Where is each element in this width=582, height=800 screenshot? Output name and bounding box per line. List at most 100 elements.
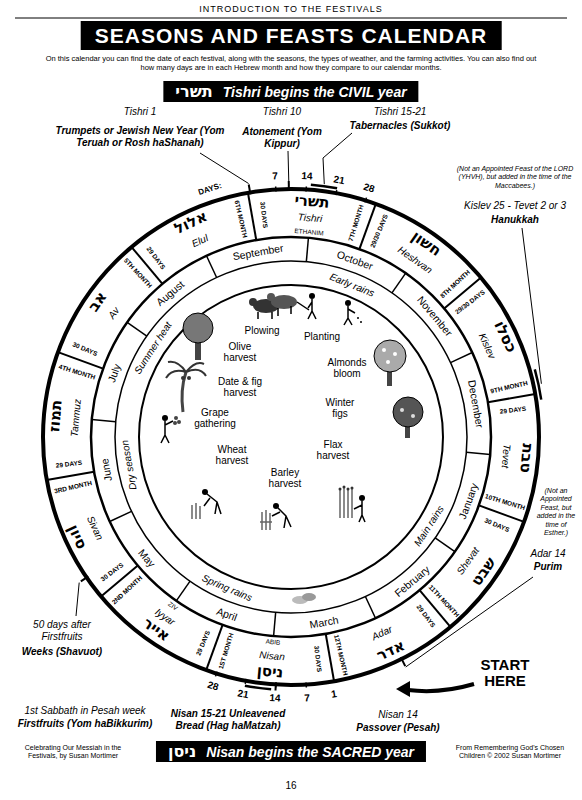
festival-tick xyxy=(274,683,276,691)
festival-name: Trumpets or Jewish New Year (Yom Teruah … xyxy=(55,125,225,148)
date-palm xyxy=(187,376,191,380)
month-divider xyxy=(365,597,375,619)
month-divider xyxy=(306,238,308,262)
festival-name: Passover (Pesah) xyxy=(356,722,439,734)
leader-line xyxy=(76,583,79,616)
month-divider xyxy=(110,511,132,521)
side-note: (Not an Appointed Feast, but added in th… xyxy=(534,487,578,537)
header-rule xyxy=(15,18,567,19)
title-banner: SEASONS AND FEASTS CALENDAR xyxy=(81,21,502,50)
planter-figure xyxy=(344,306,355,325)
page-header: INTRODUCTION TO THE FESTIVALS xyxy=(199,4,382,14)
day-number: 14 xyxy=(269,691,281,703)
date-palm xyxy=(181,376,185,380)
grape-figure xyxy=(174,416,178,420)
festival-date: Tishri 10 xyxy=(263,106,301,118)
month-divider xyxy=(451,352,473,362)
intro-text: On this calendar you can find the date o… xyxy=(41,55,541,72)
day-tick xyxy=(216,672,218,677)
hebrew-month-name: תשרי xyxy=(293,192,329,212)
festival-name: Nisan 15-21 Unleavened Bread (Hag haMatz… xyxy=(166,708,290,731)
almond-tree xyxy=(374,340,406,386)
hebrew-month-name: ניסן xyxy=(256,662,284,681)
fig-tree xyxy=(400,408,404,412)
calendar-wheel xyxy=(139,285,443,589)
day-tick xyxy=(305,683,307,688)
month-divider xyxy=(127,322,147,336)
planter-figure xyxy=(357,317,359,319)
month-alt-name: ABIB xyxy=(265,638,280,647)
flax-plants xyxy=(340,488,352,518)
farming-activity: Olive harvest xyxy=(218,341,263,363)
flax-plants xyxy=(339,486,366,523)
festival-date: Nisan 14 xyxy=(378,709,417,721)
flax-plants xyxy=(351,487,354,490)
farming-activity: Flax harvest xyxy=(313,439,353,461)
olive-tree xyxy=(183,313,213,343)
rain-cloud xyxy=(302,593,316,601)
festival-name: Hanukkah xyxy=(491,214,539,226)
day-number: 21 xyxy=(332,174,345,187)
olive-tree xyxy=(183,313,213,360)
month-divider xyxy=(435,538,455,552)
month-name: Nisan xyxy=(259,649,285,663)
month-divider xyxy=(326,634,334,681)
date-palm xyxy=(182,372,186,412)
day-number: 28 xyxy=(205,679,219,693)
planter-figure xyxy=(344,300,362,325)
day-number: 7 xyxy=(272,171,278,183)
oxen-plow xyxy=(249,298,257,306)
day-tick xyxy=(335,190,337,195)
fig-tree xyxy=(393,397,423,427)
source-credit: From Remembering God's Chosen Children ©… xyxy=(445,744,575,761)
calendar-wheel xyxy=(43,189,539,685)
month-name: Tishri xyxy=(298,211,323,225)
start-arrow xyxy=(408,684,474,691)
day-tick xyxy=(305,186,307,191)
day-tick xyxy=(275,186,277,191)
flax-plants xyxy=(339,488,342,491)
festival-name: Weeks (Shavuot) xyxy=(22,646,102,658)
flax-plants xyxy=(347,488,350,491)
month-divider xyxy=(47,472,94,480)
festival-name: Tabernacles (Sukkot) xyxy=(350,120,451,132)
header-rule xyxy=(15,18,567,19)
festival-tick xyxy=(81,576,88,581)
leader-line xyxy=(200,153,249,184)
farming-activity: Barley harvest xyxy=(263,467,308,489)
festival-date: Kislev 25 - Tevet 2 or 3 xyxy=(464,200,566,212)
almond-tree xyxy=(374,340,406,372)
farming-activity: Wheat harvest xyxy=(210,444,255,466)
band-text: Tishri begins the CIVIL year xyxy=(223,84,407,100)
festival-bracket xyxy=(311,185,337,188)
festival-date: Tishri 15-21 xyxy=(374,106,427,118)
calendar-wheel xyxy=(91,237,491,637)
calendar-wheel xyxy=(115,261,467,613)
start-marker: START HERE xyxy=(470,657,540,689)
hebrew-month-name: תשרי xyxy=(175,82,212,101)
day-number: 28 xyxy=(362,181,376,195)
month-divider xyxy=(392,273,406,293)
flax-plants xyxy=(343,486,346,489)
month-divider xyxy=(274,612,276,636)
calendar-wheel xyxy=(43,189,539,685)
side-note: (Not an Appointed Feast of the LORD (YHV… xyxy=(455,165,575,190)
leader-line xyxy=(522,228,541,384)
hebrew-month-name: טבת xyxy=(516,442,536,473)
leader-line xyxy=(406,577,533,667)
flax-plants xyxy=(359,495,365,501)
grape-figure xyxy=(177,420,181,424)
oxen-plow xyxy=(309,293,315,299)
flax-plants xyxy=(354,501,365,522)
wheat-harvester xyxy=(204,494,221,514)
month-divider xyxy=(92,420,116,422)
year-band: ניסןNisan begins the SACRED year xyxy=(156,741,426,762)
day-tick xyxy=(245,679,247,684)
farming-activity: Plowing xyxy=(244,325,279,336)
festival-tick xyxy=(249,185,251,195)
ring-divider xyxy=(47,133,542,691)
festival-date: 1st Sabbath in Pesah week xyxy=(24,705,145,717)
leader-line xyxy=(288,151,290,181)
farming-activity: Date & fig harvest xyxy=(210,376,270,398)
